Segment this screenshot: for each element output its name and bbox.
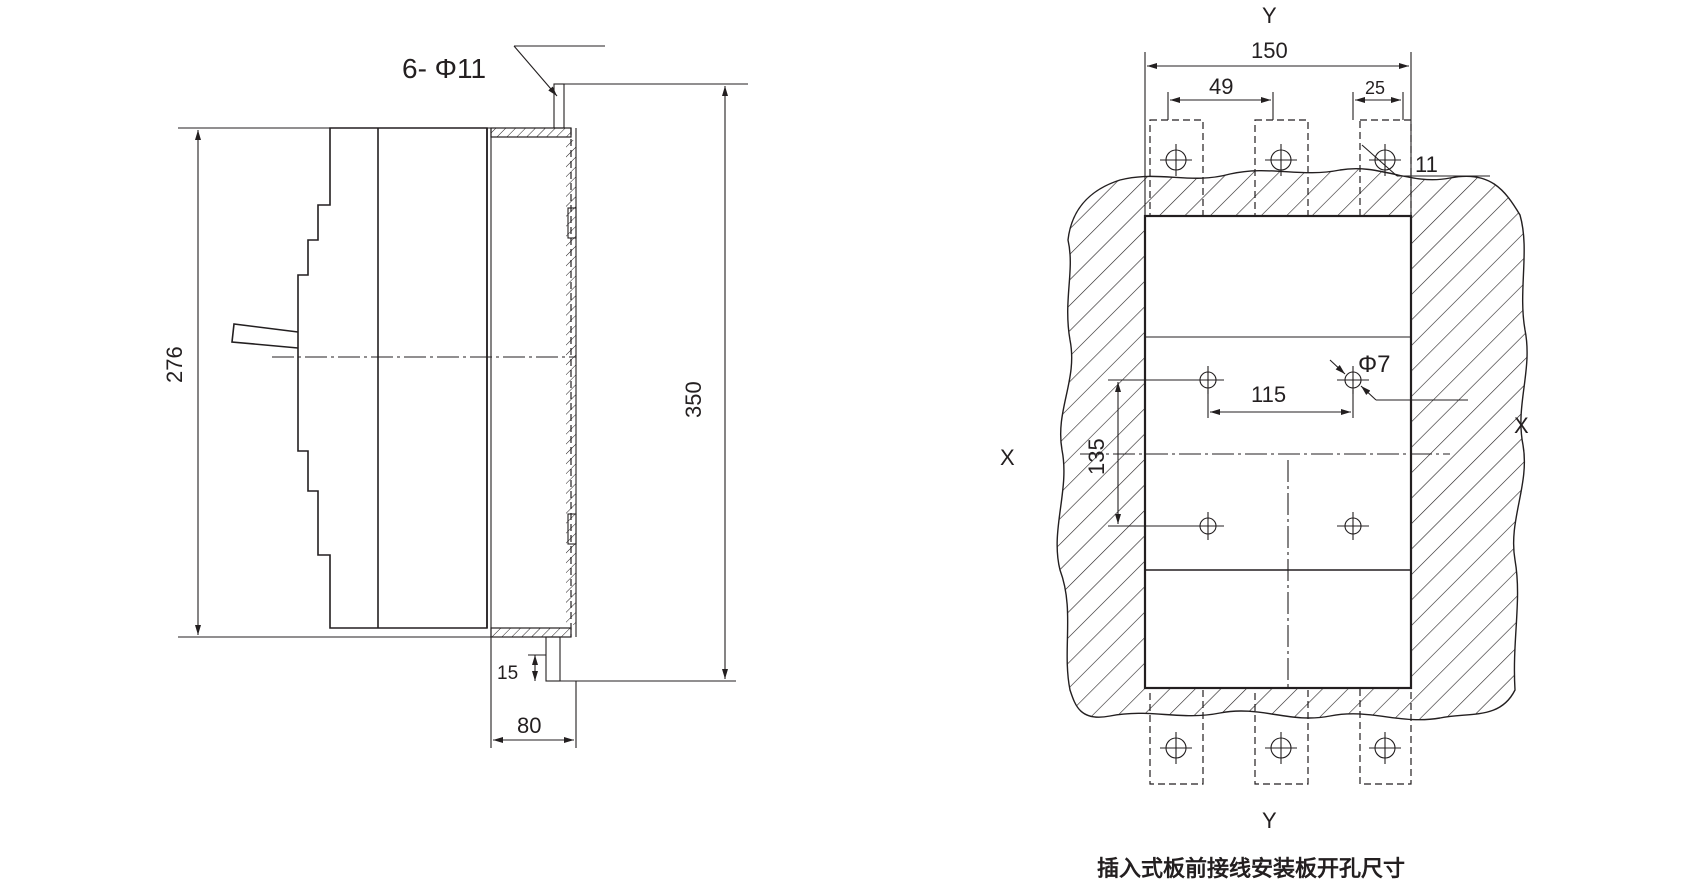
dim-350: 350 xyxy=(681,381,706,418)
dim-135: 135 xyxy=(1084,438,1109,475)
axis-y-bottom: Y xyxy=(1262,808,1277,833)
terminal-top xyxy=(553,83,565,129)
leader-phi7-b xyxy=(1360,385,1377,401)
leader-11 xyxy=(1361,144,1398,177)
drawing-caption: 插入式板前接线安装板开孔尺寸 xyxy=(1097,856,1405,881)
operating-handle xyxy=(231,323,299,349)
terminal-slot-bottom-3 xyxy=(1359,687,1412,785)
bottom-terminal-slots xyxy=(1149,687,1412,785)
terminal-slot-bottom-1 xyxy=(1149,687,1204,785)
dim-150: 150 xyxy=(1251,38,1288,63)
dim-phi7: Φ7 xyxy=(1358,351,1391,378)
terminal-bottom xyxy=(545,636,561,682)
axis-x-right: X xyxy=(1514,413,1529,438)
leader-phi7-a xyxy=(1329,359,1346,375)
axis-x-left: X xyxy=(1000,445,1015,470)
dim-15: 15 xyxy=(497,663,518,684)
base-bottom-hatch xyxy=(490,627,572,638)
callout-leader xyxy=(513,45,558,97)
hole-callout: 6- Φ11 xyxy=(402,53,486,84)
mounting-holes xyxy=(1108,366,1369,540)
panel-cutout xyxy=(1143,214,1413,690)
terminal-slot-bottom-2 xyxy=(1254,687,1309,785)
dim-49: 49 xyxy=(1209,74,1233,99)
dim-115: 115 xyxy=(1251,382,1286,407)
base-top-hatch xyxy=(490,127,572,138)
breaker-body-outline xyxy=(297,127,488,629)
dim-25: 25 xyxy=(1365,78,1385,98)
front-view: Y Y X X 150 49 25 11 Φ7 115 135 xyxy=(1000,3,1529,833)
stud-upper xyxy=(567,207,577,239)
terminal-slot-top-1 xyxy=(1149,119,1204,217)
stud-lower xyxy=(567,513,577,545)
dim-11: 11 xyxy=(1415,152,1438,177)
dim-80: 80 xyxy=(517,713,541,738)
axis-y-top: Y xyxy=(1262,3,1277,28)
terminal-slot-top-2 xyxy=(1254,119,1309,217)
side-view: 6- Φ11 276 350 80 15 xyxy=(162,45,748,748)
dim-276: 276 xyxy=(162,346,187,383)
